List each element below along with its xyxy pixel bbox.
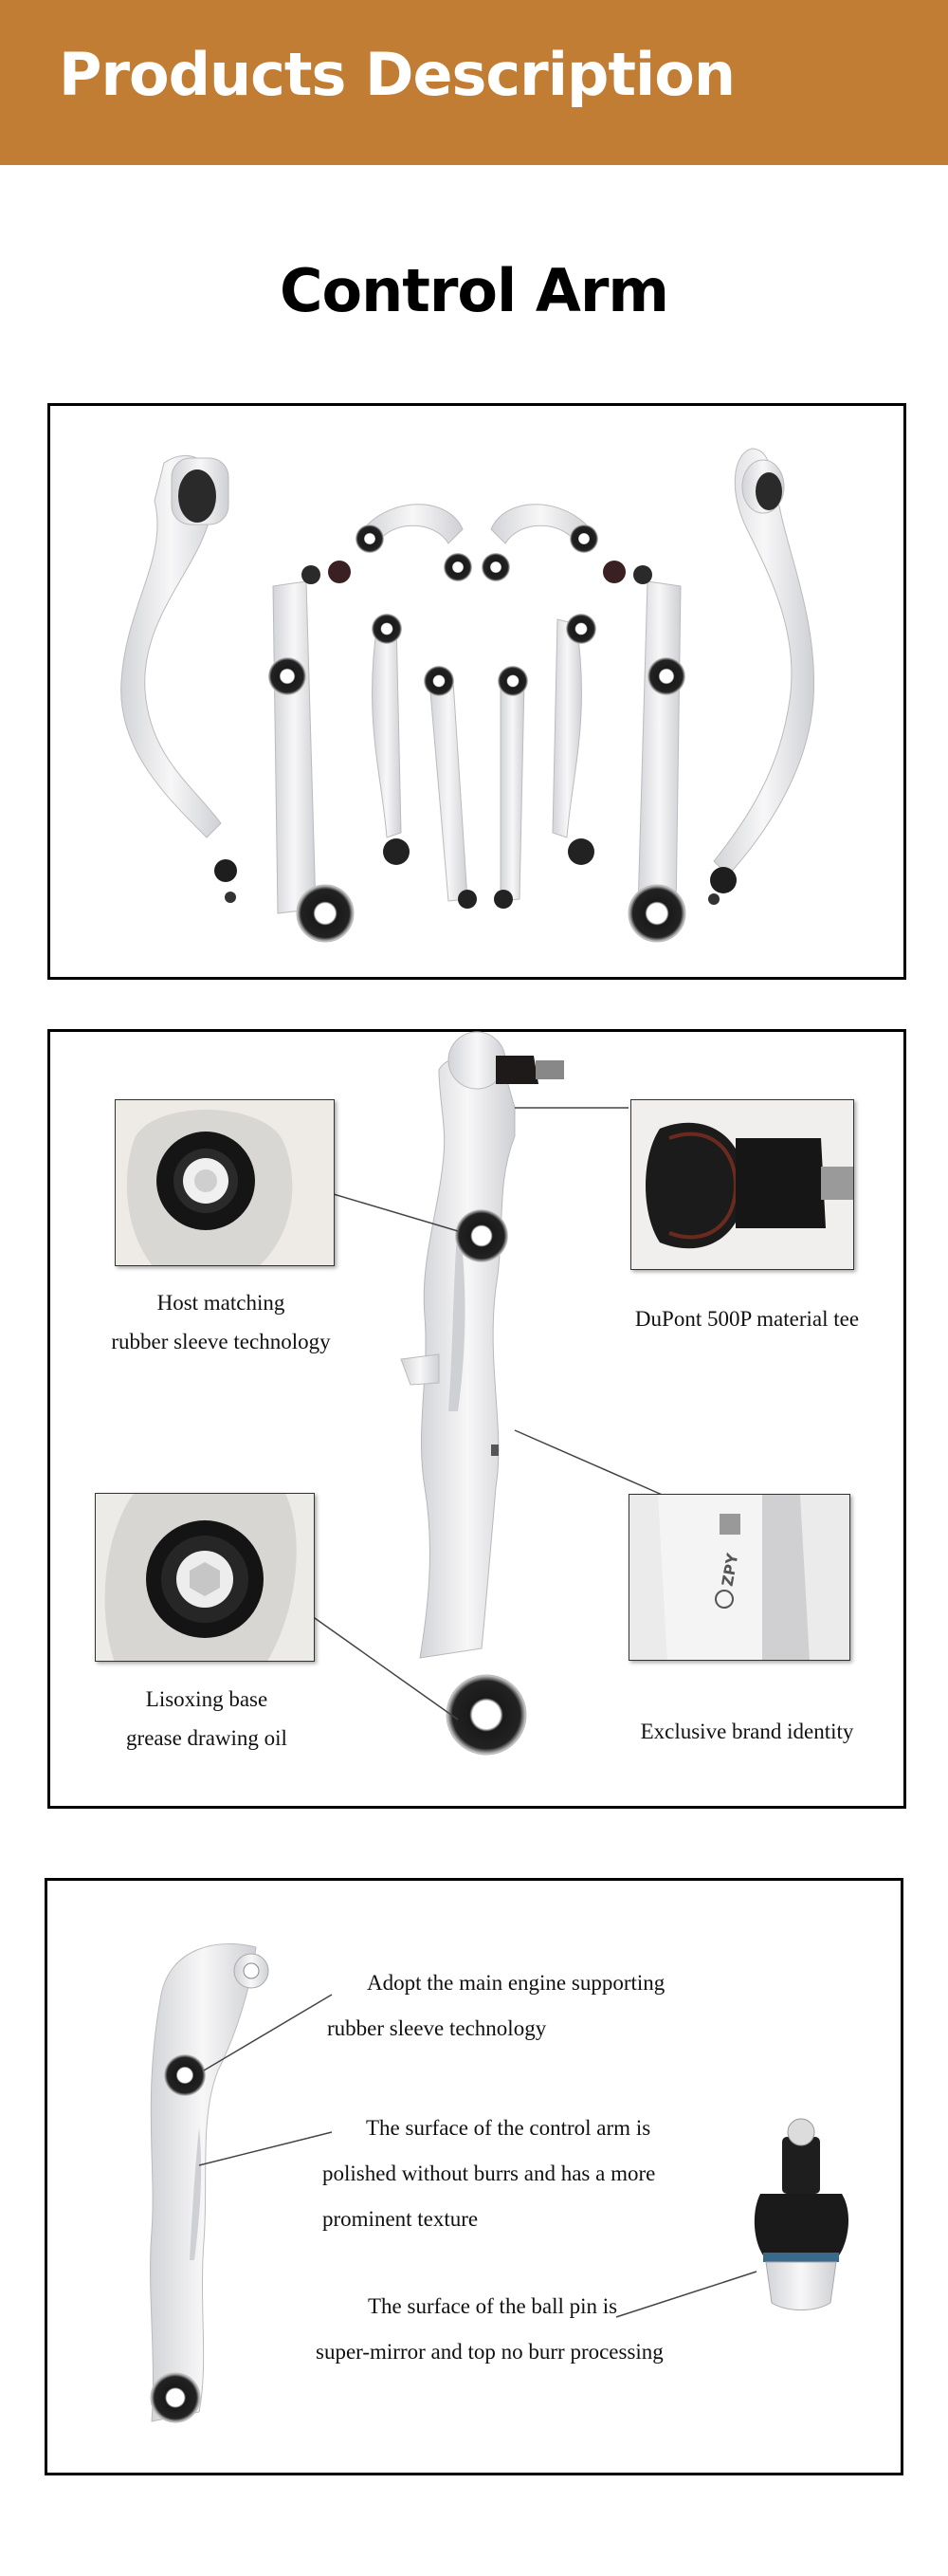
surface-line1: The surface of the control arm is bbox=[366, 2116, 651, 2140]
surface-line3: prominent texture bbox=[322, 2207, 479, 2231]
dupont-caption: DuPont 500P material tee bbox=[610, 1299, 884, 1338]
ballpin-line1: The surface of the ball pin is bbox=[368, 2294, 618, 2318]
brand-line1: Exclusive brand identity bbox=[640, 1720, 854, 1743]
brand-caption: Exclusive brand identity bbox=[610, 1712, 884, 1751]
product-set-frame bbox=[47, 403, 906, 980]
detail-frame: Adopt the main engine supporting rubber … bbox=[45, 1878, 903, 2475]
dupont-line1: DuPont 500P material tee bbox=[634, 1307, 860, 1331]
lisoxing-line2: grease drawing oil bbox=[126, 1726, 287, 1750]
feature-frame: Host matching rubber sleeve technology D… bbox=[47, 1029, 906, 1809]
lisoxing-line1: Lisoxing base bbox=[145, 1687, 268, 1711]
dupont-inset bbox=[630, 1099, 854, 1270]
host-matching-caption: Host matching rubber sleeve technology bbox=[88, 1283, 354, 1361]
host-matching-line2: rubber sleeve technology bbox=[111, 1330, 331, 1353]
host-matching-inset bbox=[115, 1099, 335, 1266]
control-arm-side-image bbox=[150, 1943, 849, 2423]
brand-inset: ZPY bbox=[629, 1494, 850, 1661]
surface-line2: polished without burrs and has a more bbox=[322, 2162, 656, 2185]
surface-caption: The surface of the control arm is polish… bbox=[322, 2106, 655, 2242]
control-arm-detail-image bbox=[298, 1031, 667, 1756]
banner-title: Products Description bbox=[59, 40, 736, 109]
lisoxing-caption: Lisoxing base grease drawing oil bbox=[79, 1680, 335, 1757]
ballpin-line2: super-mirror and top no burr processing bbox=[316, 2340, 664, 2364]
control-arm-set-image bbox=[120, 448, 815, 943]
lisoxing-inset bbox=[95, 1493, 315, 1662]
rubber-line1: Adopt the main engine supporting bbox=[367, 1971, 665, 1995]
host-matching-line1: Host matching bbox=[156, 1291, 285, 1315]
rubber-line2: rubber sleeve technology bbox=[327, 2016, 547, 2040]
product-title: Control Arm bbox=[279, 256, 669, 325]
rubber-caption: Adopt the main engine supporting rubber … bbox=[327, 1960, 665, 2052]
ballpin-caption: The surface of the ball pin is super-mir… bbox=[316, 2284, 664, 2375]
header-banner: Products Description bbox=[0, 0, 948, 165]
